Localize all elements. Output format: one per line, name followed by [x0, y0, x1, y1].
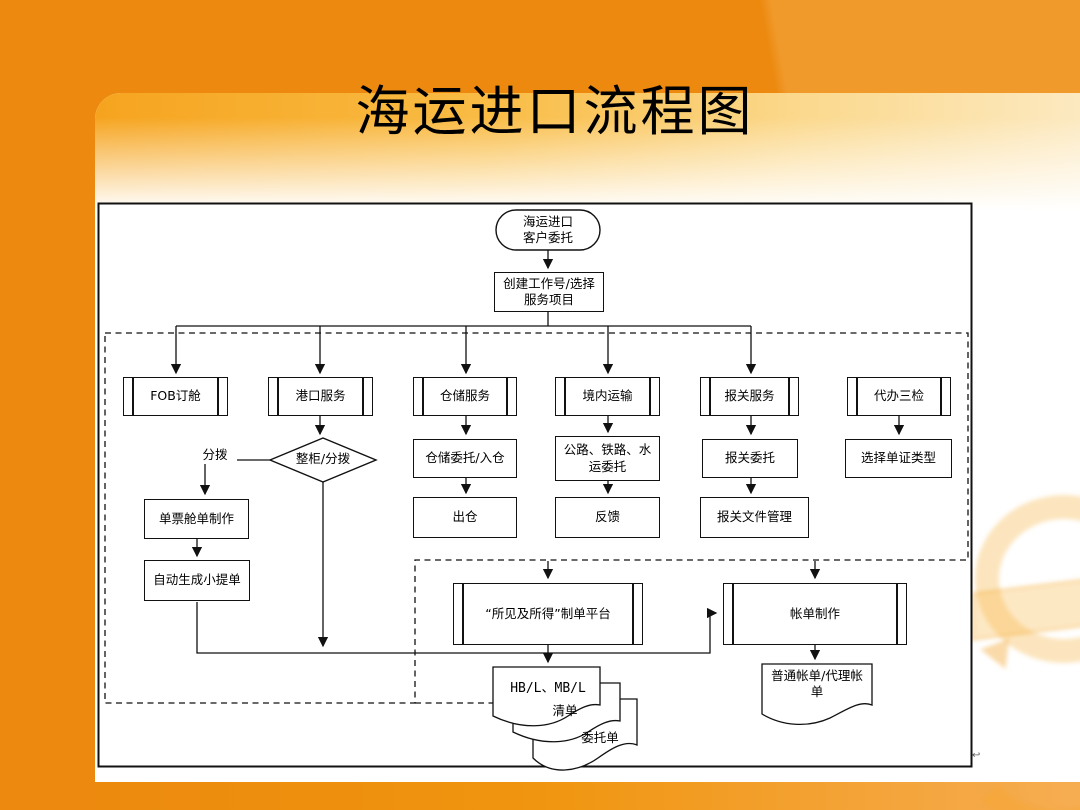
background-highlight	[480, 0, 1080, 95]
return-mark: ↩	[972, 750, 981, 761]
node-start: 海运进口 客户委托	[522, 214, 573, 245]
bottom-band	[95, 782, 1080, 810]
node-warehouse-service: 仓储服务	[413, 377, 517, 416]
doc-label-bill-output: 普通帐单/代理帐 单	[771, 668, 863, 699]
node-manifest: 单票舱单制作	[144, 499, 249, 539]
node-domestic-transport: 境内运输	[555, 377, 660, 416]
node-decision-label: 整柜/分拨	[295, 451, 351, 467]
node-warehouse-entrust: 仓储委托/入仓	[413, 439, 517, 478]
node-billing: 帐单制作	[723, 583, 907, 645]
node-create-job: 创建工作号/选择 服务项目	[494, 272, 604, 312]
node-customs-entrust: 报关委托	[702, 439, 798, 478]
label-distribution-branch: 分拨	[202, 447, 228, 463]
node-doc-platform: “所见及所得”制单平台	[453, 583, 643, 645]
doc-label-list: 清单	[552, 703, 578, 719]
node-port-service: 港口服务	[268, 377, 373, 416]
slide-title: 海运进口流程图	[355, 82, 755, 142]
node-customs-files: 报关文件管理	[700, 497, 809, 538]
node-road-rail-water: 公路、铁路、水 运委托	[555, 436, 660, 481]
title-band	[95, 93, 1080, 215]
node-inspection-agency: 代办三检	[847, 377, 951, 416]
node-feedback: 反馈	[555, 497, 660, 538]
doc-label-bl: HB/L、MB/L	[510, 680, 586, 696]
node-outbound: 出仓	[413, 497, 517, 538]
node-fob-booking: FOB订舱	[123, 377, 228, 416]
node-customs-service: 报关服务	[700, 377, 799, 416]
doc-label-entrust: 委托单	[581, 730, 619, 746]
node-auto-delivery-order: 自动生成小提单	[144, 560, 250, 601]
node-doc-type: 选择单证类型	[845, 439, 952, 478]
